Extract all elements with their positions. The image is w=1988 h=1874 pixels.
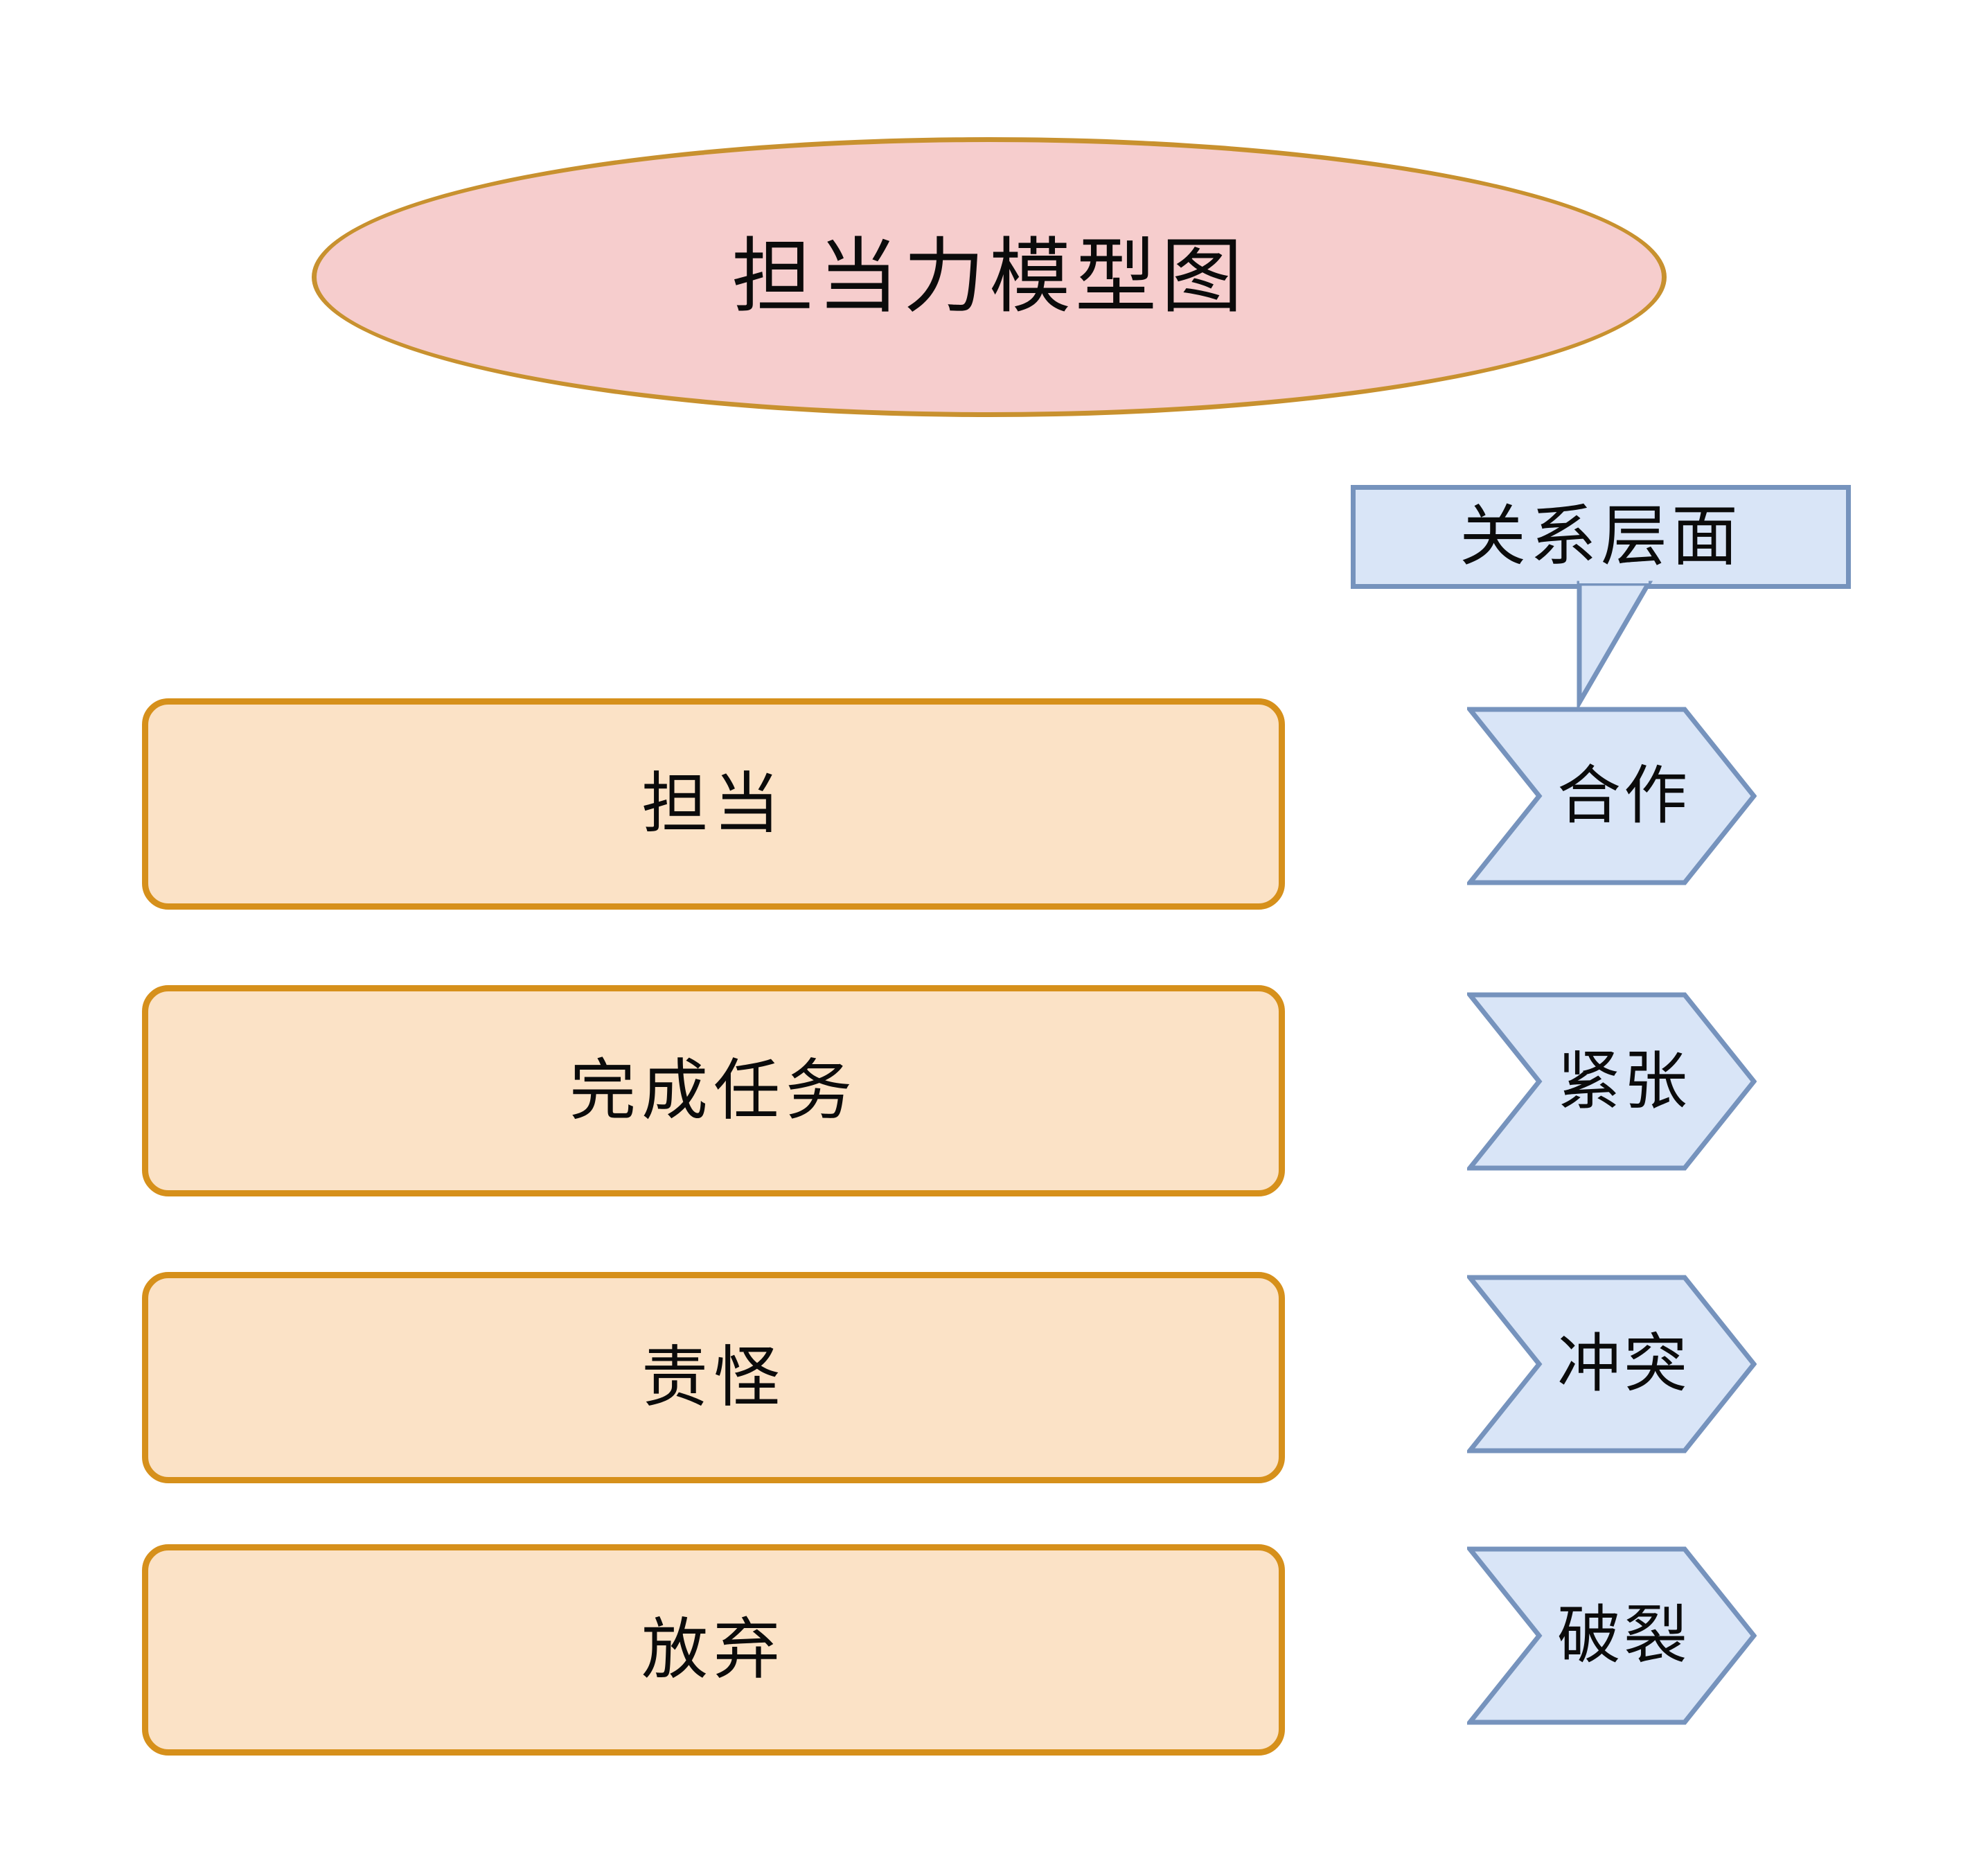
relation-chevron-2[interactable]: 紧张 bbox=[1467, 992, 1757, 1171]
page-title: 担当力模型图 bbox=[731, 231, 1247, 323]
callout-label: 关系层面 bbox=[1459, 500, 1742, 574]
title-ellipse: 担当力模型图 bbox=[312, 137, 1667, 417]
level-box-1-label: 担当 bbox=[641, 766, 786, 841]
relation-chevron-3-label: 冲突 bbox=[1556, 1329, 1690, 1399]
relation-chevron-2-label: 紧张 bbox=[1556, 1046, 1690, 1117]
level-box-3-label: 责怪 bbox=[641, 1340, 786, 1415]
relation-chevron-4[interactable]: 破裂 bbox=[1467, 1546, 1757, 1725]
callout-tail-icon bbox=[1577, 572, 1653, 711]
relation-chevron-4-label: 破裂 bbox=[1556, 1600, 1690, 1671]
callout-body: 关系层面 bbox=[1351, 485, 1851, 589]
level-box-1[interactable]: 担当 bbox=[142, 698, 1285, 910]
level-box-4-label: 放弃 bbox=[641, 1612, 786, 1687]
chevron-right-icon bbox=[1467, 707, 1757, 885]
level-box-2[interactable]: 完成任务 bbox=[142, 985, 1285, 1196]
relation-chevron-1-label: 合作 bbox=[1556, 761, 1690, 831]
relation-chevron-3[interactable]: 冲突 bbox=[1467, 1275, 1757, 1453]
relationship-level-callout: 关系层面 bbox=[1351, 485, 1851, 711]
chevron-right-icon bbox=[1467, 1546, 1757, 1725]
relation-chevron-1[interactable]: 合作 bbox=[1467, 707, 1757, 885]
level-box-4[interactable]: 放弃 bbox=[142, 1544, 1285, 1756]
level-box-2-label: 完成任务 bbox=[569, 1053, 858, 1128]
chevron-right-icon bbox=[1467, 992, 1757, 1171]
chevron-right-icon bbox=[1467, 1275, 1757, 1453]
level-box-3[interactable]: 责怪 bbox=[142, 1272, 1285, 1483]
